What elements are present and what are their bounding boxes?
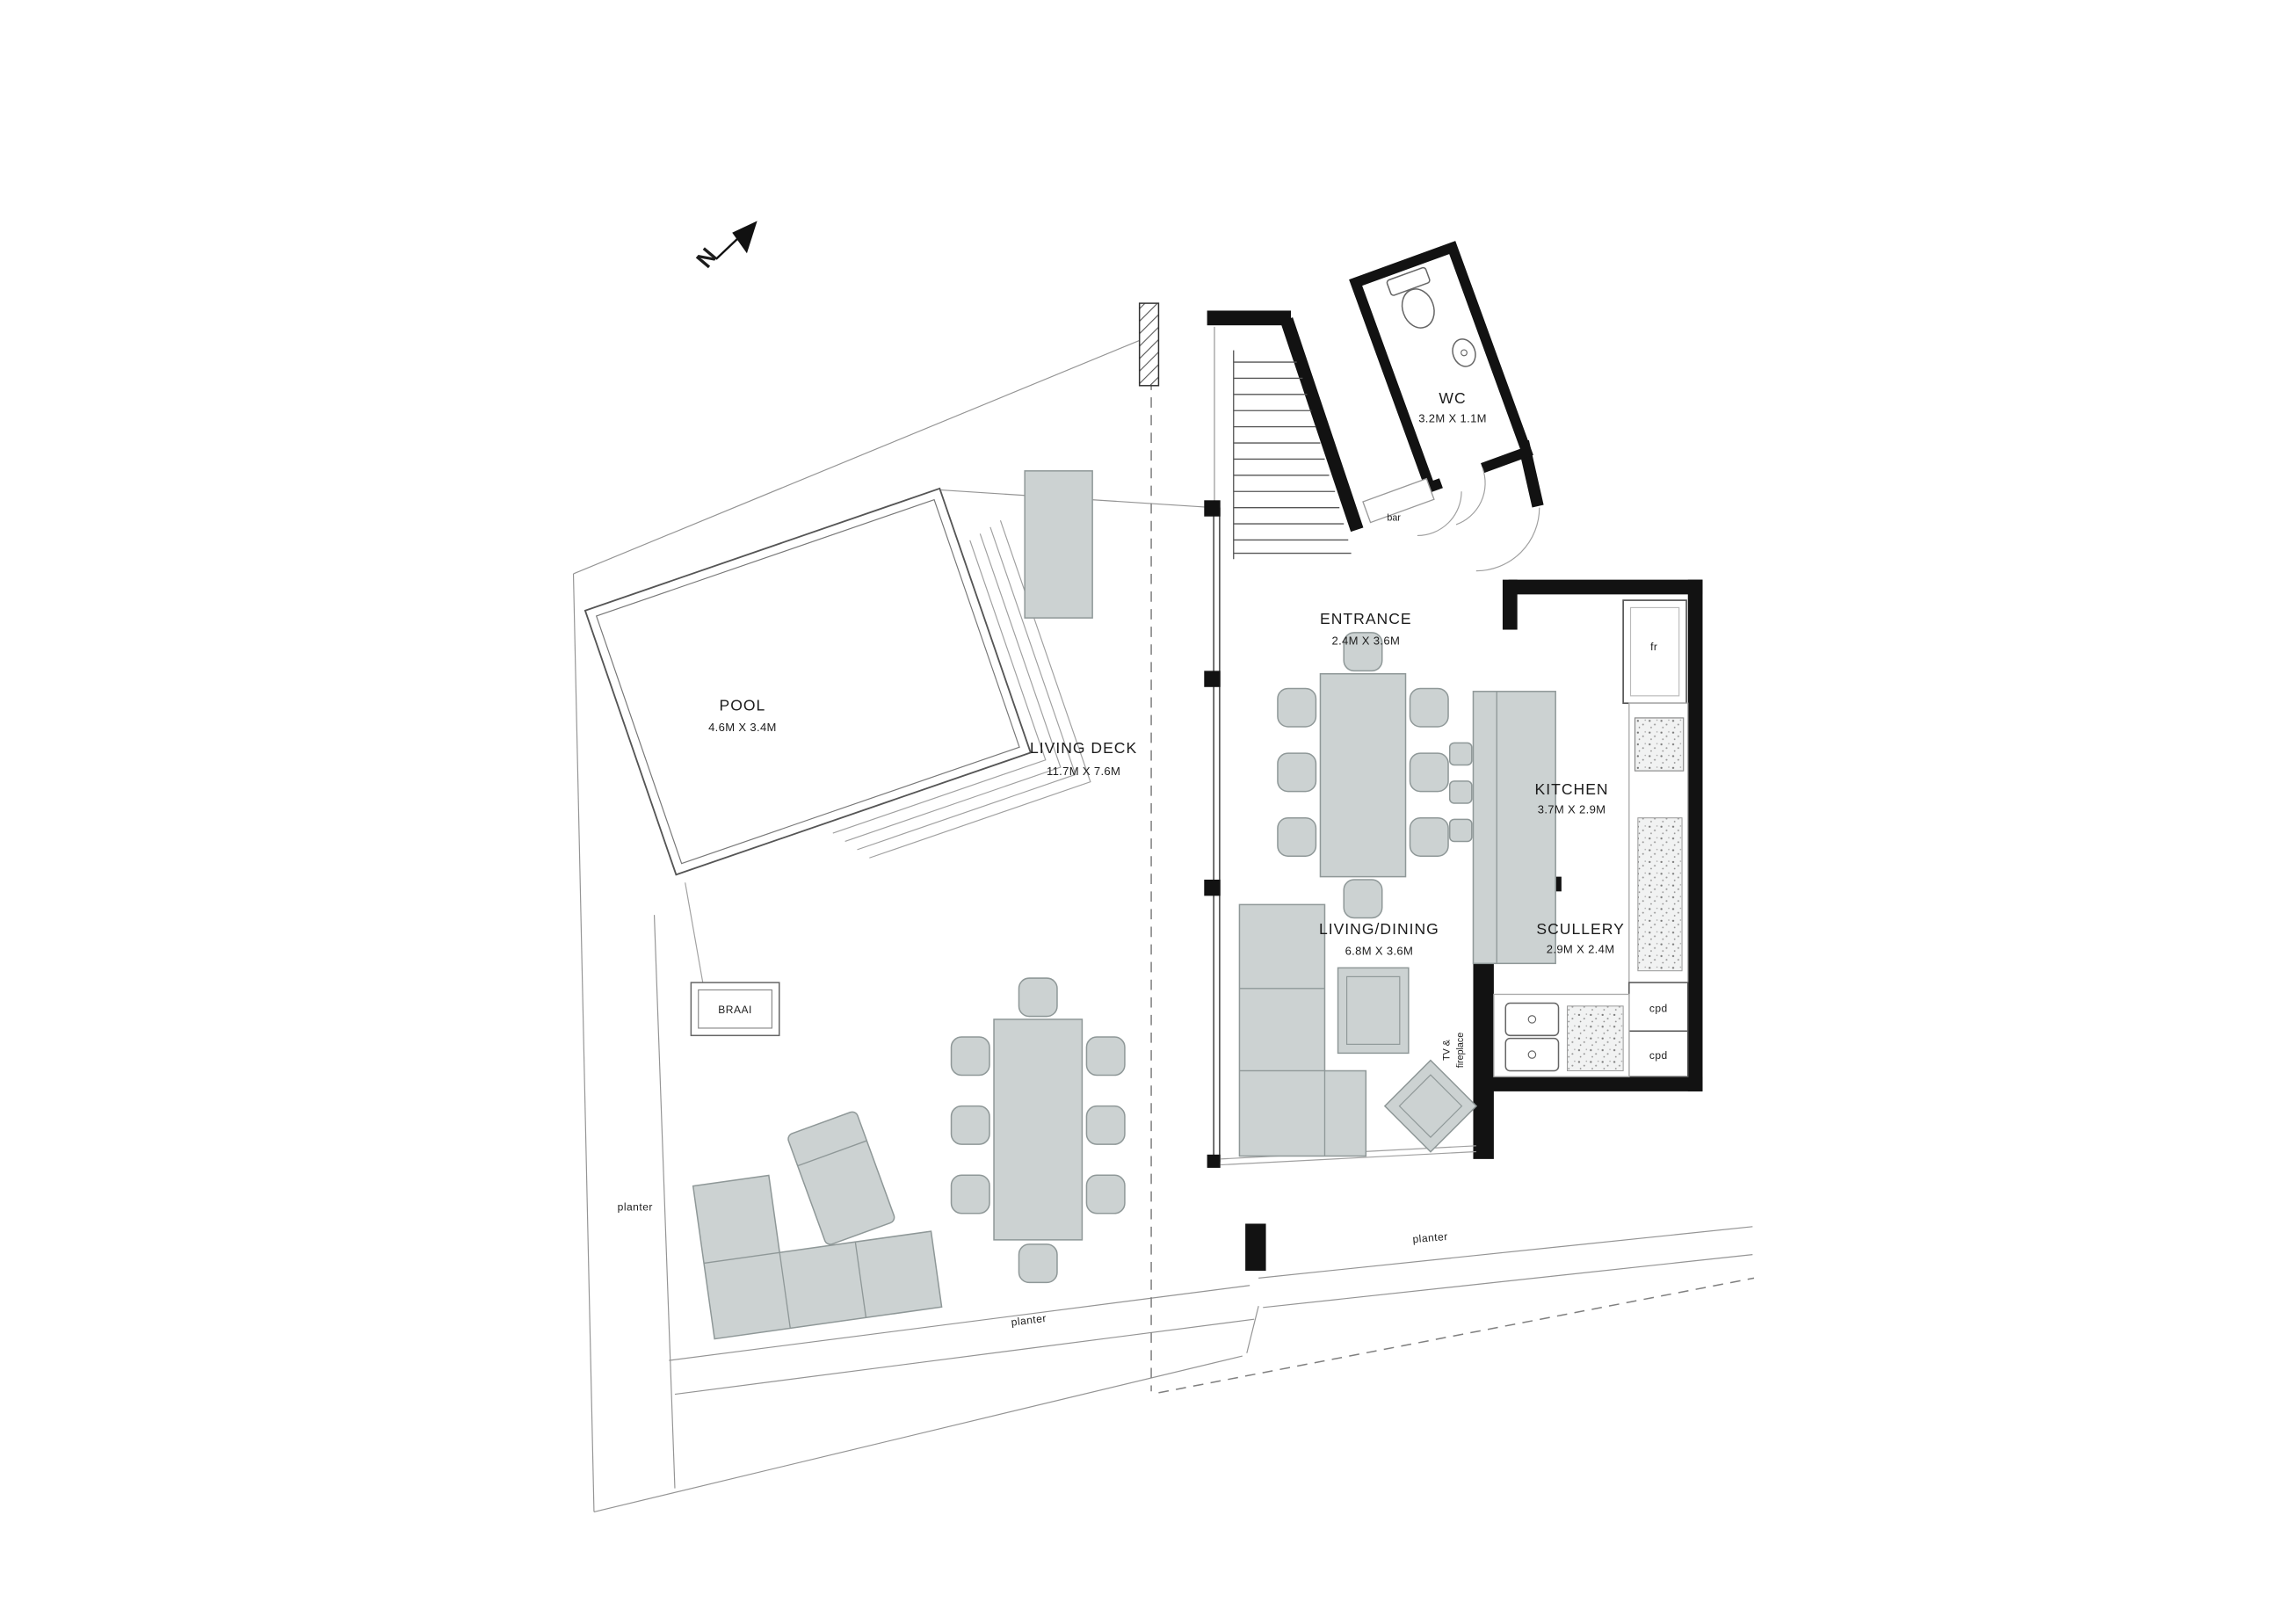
sofa bbox=[1238, 903, 1367, 1157]
living-dining-dims: 6.8M X 3.6M bbox=[1345, 944, 1414, 957]
tv-fireplace-label-1: TV & bbox=[1442, 1040, 1453, 1061]
fridge bbox=[1622, 599, 1687, 705]
glazed-facade bbox=[1204, 500, 1476, 1168]
indoor-furniture bbox=[1238, 632, 1556, 1157]
scullery-dims: 2.9M X 2.4M bbox=[1547, 943, 1615, 956]
hatched-column bbox=[1138, 302, 1160, 387]
side-table bbox=[1383, 1059, 1478, 1153]
cupboard-bottom-box bbox=[1628, 1030, 1689, 1077]
bar-label: bar bbox=[1387, 513, 1401, 524]
north-arrow: N bbox=[691, 221, 757, 272]
scullery-label: SCULLERY bbox=[1536, 920, 1624, 938]
braai-label: BRAAI bbox=[718, 1004, 752, 1016]
entrance-label: ENTRANCE bbox=[1320, 610, 1412, 627]
hob bbox=[1634, 717, 1685, 772]
entrance-dims: 2.4M X 3.6M bbox=[1332, 634, 1401, 647]
deck-column bbox=[1245, 1223, 1266, 1272]
dining-set bbox=[1277, 632, 1449, 919]
double-sink-icon bbox=[1504, 1002, 1560, 1072]
site-boundary bbox=[572, 326, 1753, 1512]
north-arrow-head bbox=[732, 221, 757, 254]
cupboard-bottom-label: cpd bbox=[1649, 1049, 1668, 1062]
roof-lines bbox=[1138, 302, 1755, 1394]
planter-bottom-label: planter bbox=[1011, 1312, 1047, 1329]
wc-room bbox=[1349, 241, 1533, 526]
dining-table bbox=[1319, 672, 1407, 878]
toilet-icon bbox=[1386, 266, 1435, 329]
tv-fireplace-wall bbox=[1473, 955, 1494, 1159]
dishwasher bbox=[1567, 1005, 1624, 1071]
kitchen-fittings bbox=[1622, 599, 1689, 1077]
braai-unit bbox=[685, 882, 780, 1037]
outdoor-sofa bbox=[692, 1174, 943, 1340]
outdoor-dining-table bbox=[993, 1019, 1084, 1241]
counter-appliance bbox=[1637, 817, 1683, 972]
planter-right-label: planter bbox=[1412, 1230, 1448, 1245]
coffee-table bbox=[1337, 967, 1410, 1055]
wc-label: WC bbox=[1439, 389, 1466, 407]
cupboard-top-box bbox=[1628, 982, 1689, 1033]
planter-left-label: planter bbox=[618, 1200, 653, 1213]
tv-fireplace-label-2: fireplace bbox=[1455, 1033, 1466, 1068]
outdoor-furniture bbox=[692, 470, 1126, 1340]
basin-icon bbox=[1452, 338, 1476, 367]
kitchen-dims: 3.7M X 2.9M bbox=[1538, 803, 1606, 816]
bar-counter bbox=[1362, 477, 1435, 524]
outdoor-lounge-chair bbox=[787, 1111, 895, 1245]
pool bbox=[583, 487, 1091, 876]
pool-label: POOL bbox=[720, 697, 766, 714]
labels: POOL 4.6M X 3.4M LIVING DECK 11.7M X 7.6… bbox=[618, 389, 1668, 1329]
staircase bbox=[1233, 350, 1352, 560]
living-deck-dims: 11.7M X 7.6M bbox=[1047, 765, 1120, 778]
living-deck-label: LIVING DECK bbox=[1030, 739, 1137, 757]
walls bbox=[1207, 310, 1703, 1159]
cupboard-top-label: cpd bbox=[1649, 1003, 1668, 1015]
north-label: N bbox=[691, 243, 721, 272]
pool-dims: 4.6M X 3.4M bbox=[708, 721, 777, 734]
fridge-label: fr bbox=[1650, 641, 1657, 653]
deck-table bbox=[1024, 470, 1093, 619]
scullery-fittings bbox=[1493, 993, 1630, 1077]
kitchen-label: KITCHEN bbox=[1535, 780, 1609, 798]
living-dining-label: LIVING/DINING bbox=[1319, 920, 1439, 938]
door-swings bbox=[1417, 491, 1540, 572]
kitchen-island bbox=[1448, 691, 1556, 965]
wc-dims: 3.2M X 1.1M bbox=[1418, 412, 1487, 425]
outdoor-dining-set bbox=[950, 977, 1126, 1284]
